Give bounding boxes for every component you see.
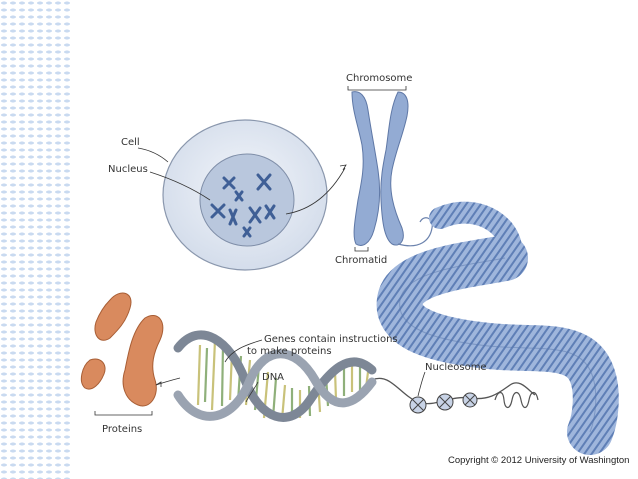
label-nucleosome: Nucleosome bbox=[425, 362, 487, 373]
label-proteins: Proteins bbox=[102, 424, 142, 435]
label-nucleus: Nucleus bbox=[108, 164, 148, 175]
nucleus bbox=[200, 154, 294, 246]
nucleosome-string bbox=[372, 378, 538, 413]
protein-blob bbox=[81, 359, 105, 389]
proteins bbox=[81, 293, 162, 406]
copyright-notice: Copyright © 2012 University of Washingto… bbox=[448, 455, 629, 466]
label-chromosome: Chromosome bbox=[346, 73, 412, 84]
label-genes-line2: to make proteins bbox=[247, 346, 332, 357]
label-chromatid: Chromatid bbox=[335, 255, 387, 266]
label-dna: DNA bbox=[262, 372, 284, 383]
chromatin-fiber bbox=[400, 213, 596, 432]
label-cell: Cell bbox=[121, 137, 140, 148]
label-genes-line1: Genes contain instructions bbox=[264, 334, 398, 345]
protein-blob bbox=[95, 293, 131, 340]
protein-blob bbox=[123, 315, 163, 406]
chromosome bbox=[352, 92, 408, 246]
